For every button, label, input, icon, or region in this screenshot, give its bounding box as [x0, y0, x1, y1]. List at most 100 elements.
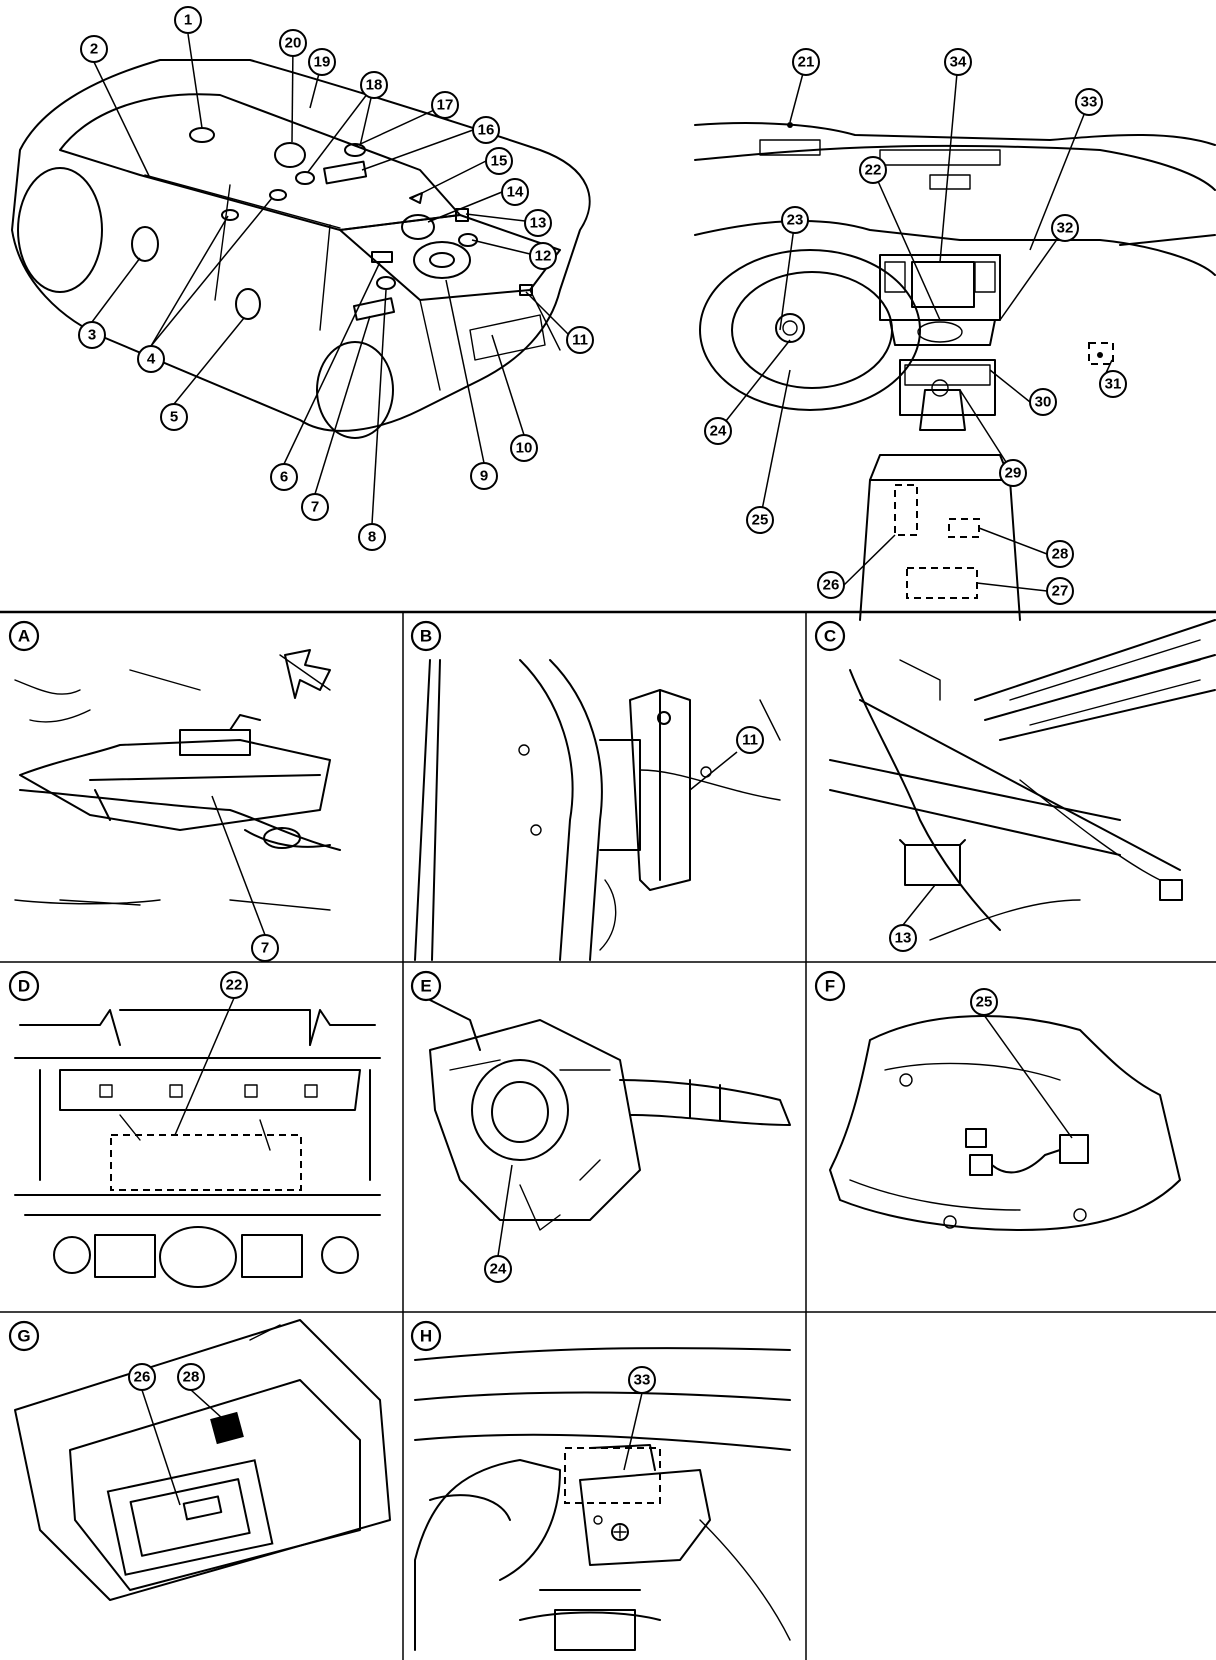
svg-text:12: 12	[535, 248, 552, 265]
svg-text:28: 28	[1052, 546, 1069, 563]
svg-text:20: 20	[285, 35, 302, 52]
svg-text:33: 33	[1081, 94, 1098, 111]
callout-31: 31	[1099, 370, 1127, 398]
svg-text:6: 6	[280, 469, 288, 486]
panel-a-drawing	[14, 649, 341, 936]
car-exterior-view	[11, 33, 591, 525]
callout-17: 17	[431, 91, 459, 119]
svg-text:H: H	[420, 1327, 432, 1346]
callout-8: 8	[358, 523, 386, 551]
panel-label-c: C	[814, 620, 846, 652]
svg-text:13: 13	[530, 215, 547, 232]
instrument-panel-view	[694, 61, 1216, 621]
svg-text:3: 3	[88, 327, 96, 344]
svg-text:17: 17	[437, 97, 454, 114]
svg-text:25: 25	[752, 512, 769, 529]
svg-text:B: B	[420, 627, 432, 646]
callout-18: 18	[360, 71, 388, 99]
panel-c-drawing	[829, 619, 1216, 941]
panel-b-drawing	[414, 659, 781, 961]
svg-text:28: 28	[183, 1369, 200, 1386]
svg-text:24: 24	[710, 423, 727, 440]
callout-25: 25	[746, 506, 774, 534]
callout-27: 27	[1046, 577, 1074, 605]
callout-34: 34	[944, 48, 972, 76]
callout-29: 29	[999, 459, 1027, 487]
callout-10: 10	[510, 434, 538, 462]
svg-text:4: 4	[147, 351, 156, 368]
svg-text:15: 15	[491, 153, 508, 170]
callout-28: 28	[1046, 540, 1074, 568]
svg-text:23: 23	[787, 212, 804, 229]
svg-text:7: 7	[261, 940, 269, 957]
callout-19: 19	[308, 48, 336, 76]
svg-text:26: 26	[134, 1369, 151, 1386]
svg-text:E: E	[420, 977, 431, 996]
panel-label-a: A	[8, 620, 40, 652]
svg-text:30: 30	[1035, 394, 1052, 411]
panel-e-callout-24: 24	[484, 1255, 512, 1283]
svg-text:10: 10	[516, 440, 533, 457]
panel-a-callout-7: 7	[251, 934, 279, 962]
svg-text:13: 13	[895, 930, 912, 947]
panel-c-callout-13: 13	[889, 924, 917, 952]
callout-14: 14	[501, 178, 529, 206]
panel-d-drawing	[14, 997, 381, 1288]
callout-22: 22	[859, 156, 887, 184]
callout-12: 12	[529, 242, 557, 270]
callout-3: 3	[78, 321, 106, 349]
callout-23: 23	[781, 206, 809, 234]
svg-text:22: 22	[865, 162, 882, 179]
callout-layer: 1 2 3 4 5 6 7 8 9 10 11 12 13 14 15 16 1…	[78, 6, 1127, 1394]
svg-text:29: 29	[1005, 465, 1022, 482]
callout-30: 30	[1029, 388, 1057, 416]
svg-text:16: 16	[478, 122, 495, 139]
svg-text:C: C	[824, 627, 836, 646]
svg-text:5: 5	[170, 409, 178, 426]
svg-text:14: 14	[507, 184, 524, 201]
svg-text:D: D	[18, 977, 30, 996]
panel-h-drawing	[414, 1347, 791, 1651]
panel-label-e: E	[410, 970, 442, 1002]
callout-5: 5	[160, 403, 188, 431]
svg-text:32: 32	[1057, 220, 1074, 237]
callout-32: 32	[1051, 214, 1079, 242]
panel-label-d: D	[8, 970, 40, 1002]
svg-text:34: 34	[950, 54, 967, 71]
panel-g-callout-26: 26	[128, 1363, 156, 1391]
callout-16: 16	[472, 116, 500, 144]
svg-text:19: 19	[314, 54, 331, 71]
panel-label-g: G	[8, 1320, 40, 1352]
callout-21: 21	[792, 48, 820, 76]
svg-text:9: 9	[480, 468, 488, 485]
svg-text:25: 25	[976, 994, 993, 1011]
callout-20: 20	[279, 29, 307, 57]
panel-b-callout-11: 11	[736, 726, 764, 754]
svg-text:2: 2	[90, 41, 98, 58]
panel-label-b: B	[410, 620, 442, 652]
svg-text:18: 18	[366, 77, 383, 94]
panel-g-drawing	[14, 1319, 391, 1601]
panel-d-callout-22: 22	[220, 971, 248, 999]
panel-label-layer: A B C D E F G H	[8, 620, 846, 1352]
svg-text:7: 7	[311, 499, 319, 516]
callout-9: 9	[470, 462, 498, 490]
callout-2: 2	[80, 35, 108, 63]
svg-text:F: F	[825, 977, 835, 996]
callout-11: 11	[566, 326, 594, 354]
callout-24: 24	[704, 417, 732, 445]
panel-f-callout-25: 25	[970, 988, 998, 1016]
callout-7: 7	[301, 493, 329, 521]
svg-text:26: 26	[823, 577, 840, 594]
callout-33: 33	[1075, 88, 1103, 116]
panel-f-drawing	[829, 1014, 1181, 1231]
svg-text:A: A	[18, 627, 30, 646]
svg-text:11: 11	[572, 332, 588, 349]
panel-label-f: F	[814, 970, 846, 1002]
callout-13: 13	[524, 209, 552, 237]
panel-e-drawing	[429, 999, 791, 1257]
panel-g-callout-28: 28	[177, 1363, 205, 1391]
svg-text:24: 24	[490, 1261, 507, 1278]
